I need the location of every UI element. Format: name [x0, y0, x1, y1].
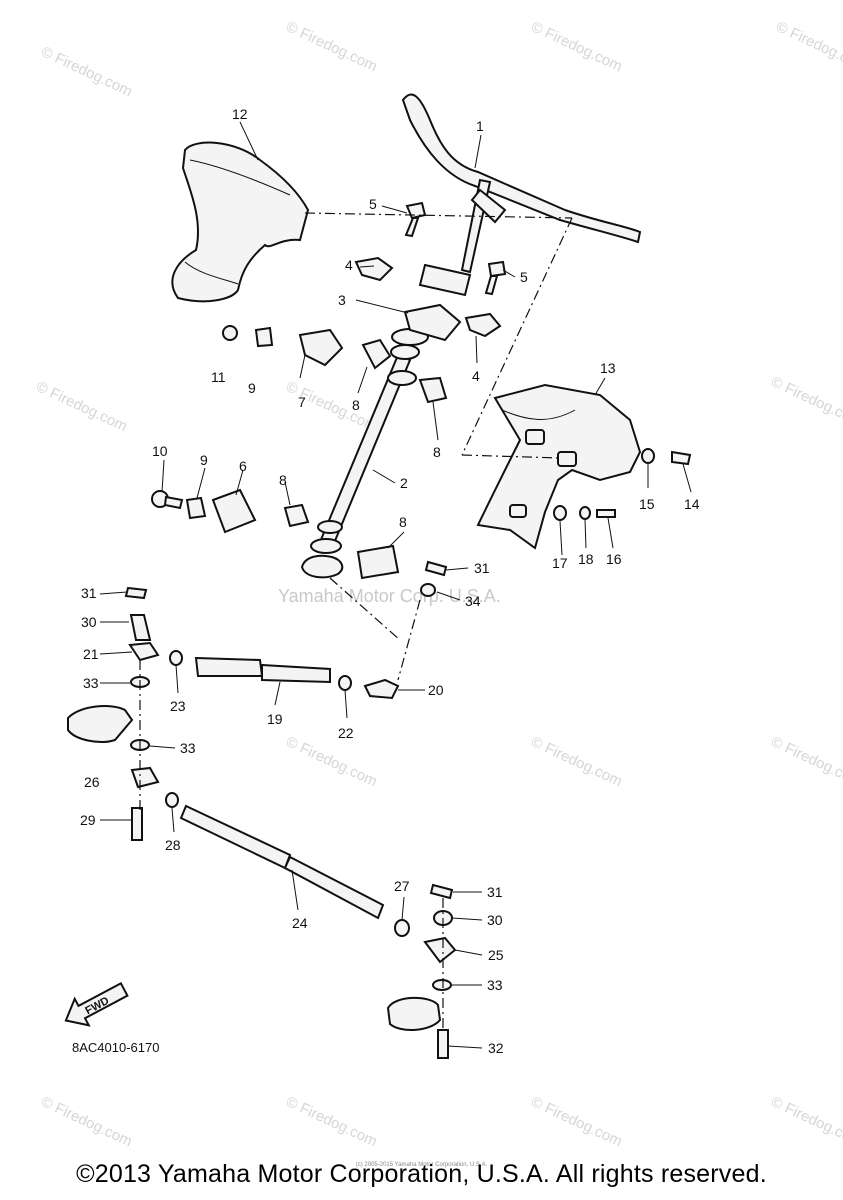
handlebar: [401, 93, 642, 297]
watermark: © Firedog.com: [768, 1093, 843, 1150]
callout-3: 3: [338, 292, 346, 308]
callout-21: 21: [83, 646, 99, 662]
watermark: © Firedog.com: [283, 1093, 380, 1150]
lower-arms: [67, 676, 452, 1059]
callout-labels: 1 2 3 4 4 5 5 6 7 8 8 8 8 9 9 10 11 12 1…: [80, 106, 700, 1056]
callout-11: 11: [211, 369, 226, 385]
footer-small-print: (c) 2005-2015 Yamaha Motor Corporation, …: [355, 1162, 488, 1168]
callout-8: 8: [352, 397, 360, 413]
callout-6: 6: [239, 458, 247, 474]
callout-13: 13: [600, 360, 616, 376]
callout-30: 30: [487, 912, 503, 928]
watermark: © Firedog.com: [283, 18, 380, 75]
watermark: © Firedog.com: [773, 18, 843, 75]
callout-33: 33: [83, 675, 99, 691]
leader-lines: [99, 121, 692, 1049]
bolts: [404, 201, 507, 296]
assembly-lines: [139, 212, 573, 1030]
callout-31: 31: [81, 585, 97, 601]
callout-29: 29: [80, 812, 96, 828]
callout-26: 26: [84, 774, 100, 790]
front-cover: [171, 141, 310, 303]
watermark: © Firedog.com: [528, 18, 625, 75]
callout-8: 8: [433, 444, 441, 460]
callout-22: 22: [338, 725, 354, 741]
callout-17: 17: [552, 555, 568, 571]
watermark: © Firedog.com: [528, 1093, 625, 1150]
callout-33: 33: [487, 977, 503, 993]
tie-rod-upper: [128, 641, 400, 700]
watermark: © Firedog.com: [768, 373, 843, 430]
callout-32: 32: [488, 1040, 504, 1056]
watermark: © Firedog.com: [38, 1093, 135, 1150]
callout-12: 12: [232, 106, 248, 122]
fwd-arrow: FWD: [64, 981, 129, 1027]
watermark: © Firedog.com: [283, 733, 380, 790]
callout-8: 8: [279, 472, 287, 488]
copyright-footer: ©2013 Yamaha Motor Corporation, U.S.A. A…: [76, 1160, 767, 1188]
callout-18: 18: [578, 551, 594, 567]
callout-31: 31: [474, 560, 490, 576]
callout-19: 19: [267, 711, 283, 727]
callout-15: 15: [639, 496, 655, 512]
watermark: © Firedog.com: [33, 378, 130, 435]
fwd-label: FWD: [83, 995, 111, 1017]
watermark-yamaha: Yamaha Motor Corp. U.S.A.: [278, 586, 501, 606]
tie-rod-lower: [124, 560, 457, 964]
watermark: © Firedog.com: [768, 733, 843, 790]
diagram-code: 8AC4010-6170: [72, 1040, 159, 1055]
holders: [354, 256, 502, 342]
small-parts-right: [553, 448, 692, 521]
callout-7: 7: [298, 394, 306, 410]
callout-9: 9: [200, 452, 208, 468]
callout-1: 1: [476, 118, 484, 134]
callout-25: 25: [488, 947, 504, 963]
callout-33: 33: [180, 740, 196, 756]
callout-23: 23: [170, 698, 186, 714]
callout-4: 4: [345, 257, 353, 273]
watermark: © Firedog.com: [38, 43, 135, 100]
callout-24: 24: [292, 915, 308, 931]
callout-9: 9: [248, 380, 256, 396]
callout-34: 34: [465, 593, 481, 609]
callout-5: 5: [369, 196, 377, 212]
callout-28: 28: [165, 837, 181, 853]
callout-20: 20: [428, 682, 444, 698]
watermark: © Firedog.com: [528, 733, 625, 790]
callout-14: 14: [684, 496, 700, 512]
callout-8: 8: [399, 514, 407, 530]
callout-10: 10: [152, 443, 168, 459]
callout-2: 2: [400, 475, 408, 491]
callout-30: 30: [81, 614, 97, 630]
callout-16: 16: [606, 551, 622, 567]
callout-31: 31: [487, 884, 503, 900]
side-cover: [476, 383, 642, 550]
callout-5: 5: [520, 269, 528, 285]
callout-27: 27: [394, 878, 410, 894]
callout-4: 4: [472, 368, 480, 384]
steering-column: [300, 328, 429, 579]
brackets: [151, 325, 448, 580]
